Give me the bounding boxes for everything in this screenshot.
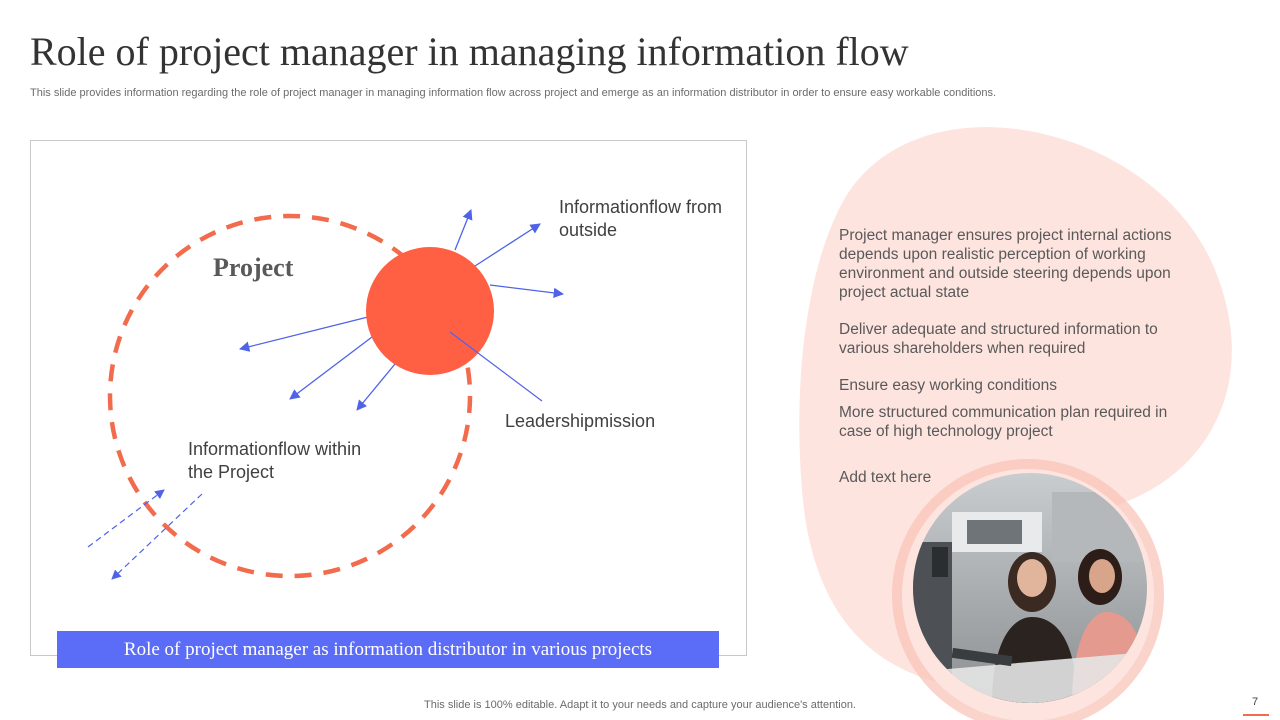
arrow-up: [454, 209, 473, 251]
team-photo: [913, 473, 1147, 703]
dashed-arrow-in: [87, 489, 165, 548]
project-boundary-circle: [107, 213, 473, 579]
dashed-arrow-out: [111, 493, 203, 580]
diagram-caption: Role of project manager as information d…: [57, 631, 719, 668]
within-flow-label: Informationflow within the Project: [188, 439, 362, 482]
key-point: Add text here: [839, 469, 932, 486]
page-number: 7: [1251, 696, 1259, 708]
leadership-label: Leadershipmission: [505, 411, 656, 431]
arrow-left: [238, 316, 369, 352]
key-point: More structured communication plan requi…: [839, 404, 1168, 440]
arrow-lower-left: [289, 336, 373, 400]
project-label: Project: [213, 253, 294, 282]
arrow-down-left: [356, 363, 396, 411]
information-flow-diagram: [87, 209, 565, 580]
outside-flow-label: Informationflow from outside: [559, 197, 723, 240]
slide-footer: This slide is 100% editable. Adapt it to…: [424, 699, 856, 711]
key-point: Project manager ensures project internal…: [839, 227, 1172, 301]
page-number-underline: [1243, 714, 1269, 716]
leadership-line: [449, 331, 543, 402]
diagram-frame: [30, 140, 747, 656]
arrow-upper-right: [474, 223, 541, 267]
slide-subtitle: This slide provides information regardin…: [30, 87, 997, 99]
key-point: Ensure easy working conditions: [839, 377, 1057, 394]
slide-title: Role of project manager in managing info…: [30, 29, 909, 74]
key-point: Deliver adequate and structured informat…: [839, 321, 1158, 357]
project-manager-node: [366, 247, 494, 375]
arrow-right: [489, 284, 565, 299]
